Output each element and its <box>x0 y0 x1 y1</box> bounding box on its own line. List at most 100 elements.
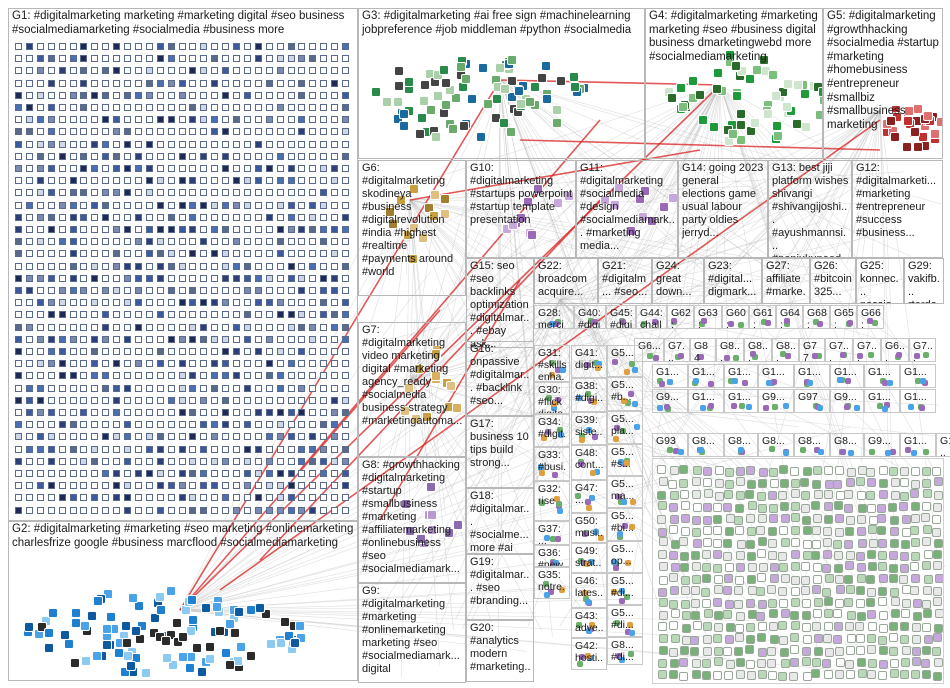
group-g7[interactable]: G7... <box>853 338 881 362</box>
group-g5ma[interactable]: G5... ma... <box>607 476 643 508</box>
group-g19[interactable]: G19: #digitalmar... #seo #branding... <box>466 554 534 620</box>
group-g5b[interactable]: G5... #b... <box>607 377 643 411</box>
group-g63[interactable]: G63: busi... <box>694 305 722 329</box>
group-g33[interactable]: G33: #busi... #digita... <box>534 447 570 481</box>
group-g5[interactable]: G5... <box>607 345 643 377</box>
group-g1[interactable]: G1... <box>936 433 950 457</box>
group-g5op[interactable]: G5... op... <box>607 541 643 573</box>
group-g1[interactable]: G1: #digitalmarketing marketing #marketi… <box>8 8 358 521</box>
group-g29[interactable]: G29: vakifb... rterdo... <box>904 258 944 304</box>
group-g1[interactable]: G1... <box>652 364 688 388</box>
group-g44[interactable]: G44: chall... <box>636 305 667 329</box>
group-g20[interactable]: G20: #analytics modern #marketing... <box>466 620 534 682</box>
group-g17[interactable]: G17: business 10 tips build strong... <box>466 416 534 488</box>
group-g8[interactable]: G8... <box>688 433 724 457</box>
group-g15[interactable]: G15: seo #seo backlinks optimization #di… <box>466 258 534 348</box>
group-g6[interactable]: G6... <box>881 338 909 362</box>
group-g5s[interactable]: G5... #s... <box>607 444 643 476</box>
group-g2[interactable]: G2: #digitalmarketing #marketing #seo ma… <box>8 521 358 681</box>
group-g65[interactable]: G65: bra... <box>830 305 857 329</box>
group-g32[interactable]: G32: rise <box>534 481 570 521</box>
group-g27[interactable]: G27: affiliate #marke... <box>762 258 810 304</box>
group-g9[interactable]: G9... <box>830 389 864 413</box>
group-g45[interactable]: G45: #digi... <box>606 305 636 329</box>
group-g43[interactable]: G43: adve... <box>571 608 607 638</box>
group-g5[interactable]: G5: #digitalmarketing #growthhacking #so… <box>823 8 943 159</box>
group-g9[interactable]: G9: #digitalmarketing #marketing #online… <box>358 583 466 683</box>
group-g8[interactable]: G8... <box>744 338 772 362</box>
group-g77[interactable]: G77 <box>799 338 825 362</box>
group-g1[interactable]: G1... <box>900 433 936 457</box>
group-g36[interactable]: G36: #new... <box>534 545 570 567</box>
group-g1[interactable]: G1... <box>900 364 936 388</box>
group-g4[interactable]: G4: #digitalmarketing #marketing marketi… <box>645 8 823 159</box>
group-g8[interactable]: G8... <box>724 433 758 457</box>
group-g30[interactable]: G30: #flick digita... <box>534 382 570 414</box>
group-g49[interactable]: G49: strat... <box>571 543 607 573</box>
group-g48[interactable]: G48: cont... <box>571 445 607 480</box>
group-g5di[interactable]: G5... #di... <box>607 573 643 605</box>
group-g97[interactable]: G97 <box>794 389 830 413</box>
group-g1[interactable]: G1... <box>900 389 936 413</box>
group-g38[interactable]: G38: #digi... <box>571 378 607 412</box>
group-g8[interactable]: G8... <box>716 338 744 362</box>
group-g40[interactable]: G40: #digi... <box>574 305 606 329</box>
group-g25[interactable]: G25: konnec... passio... <box>856 258 904 304</box>
group-g93[interactable]: G93 <box>652 433 688 457</box>
group-g31[interactable]: G31: #skills enha... <box>534 345 570 382</box>
group-g34[interactable]: G34: #digit... <box>534 414 570 447</box>
group-g46[interactable]: G46: lates... <box>571 573 607 608</box>
group-g7[interactable]: G7... <box>664 338 690 362</box>
group-g35[interactable]: G35: notre... <box>534 567 570 599</box>
group-g1[interactable]: G1... <box>864 389 900 413</box>
group-g9[interactable]: G9... <box>864 433 900 457</box>
group-g61[interactable]: G61: ceo... <box>749 305 776 329</box>
group-g24[interactable]: G24: great down... <box>652 258 704 304</box>
group-g5bi[interactable]: G5... #bi... <box>607 508 643 541</box>
group-g6[interactable]: G6: #digitalmarketing skodineya #busines… <box>358 160 466 296</box>
group-g7[interactable]: G7... <box>825 338 853 362</box>
group-g1[interactable]: G1... <box>830 364 864 388</box>
group-g18[interactable]: G18: #digitalmar... #socialme... more #a… <box>466 488 534 554</box>
group-g11[interactable]: G11: #digitalmarketing #socialmedia #des… <box>576 160 678 258</box>
group-g62[interactable]: G62: certi... <box>667 305 694 329</box>
group-g1[interactable]: G1... <box>724 389 758 413</box>
group-g1[interactable]: G1... <box>758 364 794 388</box>
group-g13[interactable]: G13: best jiji platform wishes shivangi … <box>768 160 852 258</box>
group-g8di[interactable]: G8... #di... <box>607 637 643 665</box>
group-g9[interactable]: G9... <box>758 389 794 413</box>
group-g5pla[interactable]: G5... pla... <box>607 411 643 444</box>
group-g5di[interactable]: G5... #di... <box>607 605 643 637</box>
group-g47[interactable]: G47: ... <box>571 480 607 513</box>
group-g1[interactable]: G1... <box>864 364 900 388</box>
group-g10[interactable]: G10: #digitalmarketing #startups powerpo… <box>466 160 576 258</box>
group-g28[interactable]: G28: merci mich... <box>534 305 574 329</box>
group-g8[interactable]: G8... <box>794 433 830 457</box>
group-g84[interactable]: G84 <box>690 338 716 362</box>
group-g21[interactable]: G21: #digitalm... #seo... <box>598 258 652 304</box>
group-g16[interactable]: G16: onpassive #digitalmar... #backlink … <box>466 341 534 416</box>
group-g41[interactable]: G41: digit... <box>571 345 607 378</box>
group-g14[interactable]: G14: going 2023 general elections game u… <box>678 160 768 258</box>
group-g23[interactable]: G23: #digital... digmark... <box>704 258 762 304</box>
group-g7[interactable]: G7... <box>909 338 936 362</box>
group-g7[interactable]: G7: #digitalmarketing video marketing di… <box>358 322 466 457</box>
group-g9[interactable]: G9... <box>652 389 688 413</box>
group-g42[interactable]: G42: hosti... <box>571 638 607 670</box>
group-g64[interactable]: G64: bes... <box>776 305 803 329</box>
group-g60[interactable]: G60: digit... <box>722 305 749 329</box>
group-g1[interactable]: G1... <box>688 389 724 413</box>
group-g1[interactable]: G1... <box>724 364 758 388</box>
group-g50[interactable]: G50: musi... <box>571 513 607 543</box>
group-g8[interactable]: G8... <box>830 433 864 457</box>
group-g22[interactable]: G22: broadcom acquire... <box>534 258 598 304</box>
group-g39[interactable]: G39: siste... <box>571 412 607 445</box>
group-g12[interactable]: G12: #digitalmarketi... #marketing #entr… <box>852 160 943 258</box>
group-g26[interactable]: G26: #bitcoin 325... <box>810 258 856 304</box>
group-g8[interactable]: G8... <box>758 433 794 457</box>
group-g8[interactable]: G8: #growthhacking #digitalmarketing #st… <box>358 457 466 583</box>
group-g68[interactable]: G68: busi... <box>803 305 830 329</box>
group-g1[interactable]: G1... <box>794 364 830 388</box>
group-g66[interactable]: G66: turtl... <box>857 305 884 329</box>
group-g1[interactable]: G1... <box>688 364 724 388</box>
